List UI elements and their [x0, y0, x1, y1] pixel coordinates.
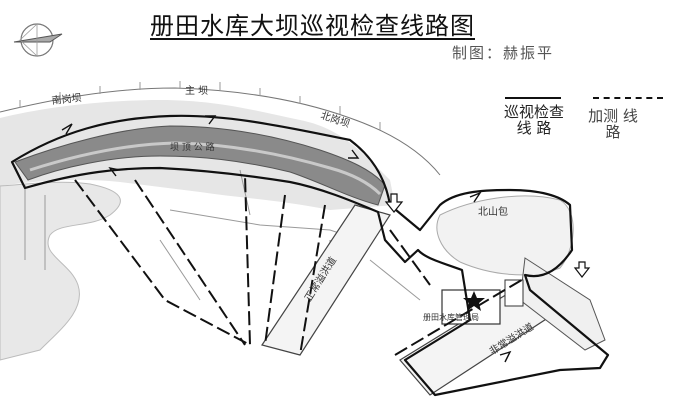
dam-crest-road: [29, 141, 382, 196]
label-dam-road: 坝 顶 公 路: [170, 141, 215, 153]
legend-inspection-line: [505, 97, 561, 99]
extra-routes: [74, 174, 526, 356]
label-management-office: 册田水库管理局: [423, 312, 479, 322]
legend-extra-line: [593, 97, 663, 99]
label-north-hill: 北山包: [478, 205, 508, 218]
north-hill: [436, 195, 574, 276]
legend-inspection-label: 巡视检查线 路: [503, 103, 564, 137]
map-title: 册田水库大坝巡视检查线路图: [150, 12, 475, 40]
north-arrow-icon-2: [573, 261, 591, 278]
star-icon: [463, 291, 485, 311]
route-arrows: [61, 115, 512, 363]
river-channel: [0, 181, 121, 361]
map-author: 制图：赫振平: [452, 44, 555, 62]
main-dam-body: [14, 125, 386, 206]
emergency-spillway-outlet: [519, 257, 606, 351]
north-arrow-icon: [384, 193, 404, 213]
compass-icon: [13, 23, 63, 57]
inspection-route: [10, 114, 610, 397]
label-main-dam: 主 坝: [185, 85, 208, 97]
road-network: [24, 169, 421, 301]
main-spillway-channel: [261, 204, 391, 356]
dam-outer-line: [0, 87, 441, 176]
label-south-bank: 南岗坝: [51, 91, 82, 107]
legend-extra-label: 加测 线路: [588, 107, 638, 141]
dam-tick-line: [19, 81, 381, 130]
